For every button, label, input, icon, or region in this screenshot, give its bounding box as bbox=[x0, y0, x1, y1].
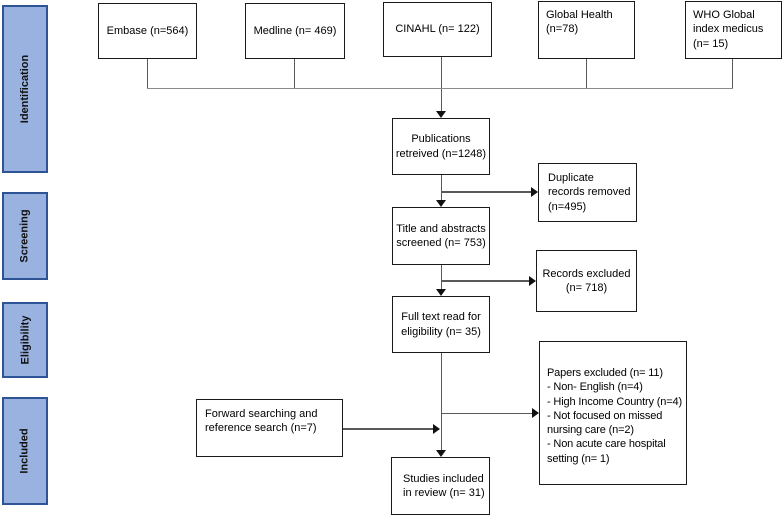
source-box-medline: Medline (n= 469) bbox=[245, 3, 345, 59]
arrowhead-right-icon bbox=[433, 424, 440, 434]
connector-line bbox=[440, 57, 442, 112]
connector-line bbox=[441, 191, 531, 193]
papers-excluded-reason: - Non acute care hospital setting (n= 1) bbox=[547, 438, 666, 465]
stage-included-label: Included bbox=[19, 428, 32, 474]
connector-line bbox=[343, 428, 433, 430]
arrowhead-down-icon bbox=[436, 289, 446, 296]
papers-excluded-reason: - High Income Country (n=4) bbox=[547, 395, 683, 408]
arrowhead-down-icon bbox=[436, 200, 446, 207]
arrowhead-down-icon bbox=[436, 111, 446, 118]
papers-excluded-reason: - Not focused on missed nursing care (n=… bbox=[547, 409, 663, 437]
connector-line bbox=[440, 175, 442, 201]
source-box-embase: Embase (n=564) bbox=[98, 3, 197, 59]
stage-identification: Identification bbox=[2, 5, 48, 173]
connector-line bbox=[441, 280, 529, 282]
connector-line bbox=[440, 353, 442, 451]
stage-eligibility-label: Eligibility bbox=[19, 315, 31, 365]
arrowhead-right-icon bbox=[532, 408, 539, 418]
connector-line bbox=[147, 59, 149, 89]
flow-box-full-text-eligibility: Full text read for eligibility (n= 35) bbox=[392, 296, 490, 353]
stage-identification-label: Identification bbox=[19, 54, 32, 124]
stage-eligibility: Eligibility bbox=[2, 302, 48, 378]
arrowhead-down-icon bbox=[436, 450, 446, 457]
papers-excluded-title: Papers excluded (n= 11) bbox=[547, 367, 663, 379]
stage-screening-label: Screening bbox=[19, 209, 31, 263]
connector-line bbox=[586, 59, 588, 89]
arrowhead-right-icon bbox=[529, 276, 536, 286]
stage-screening: Screening bbox=[2, 192, 48, 280]
source-box-global-health: Global Health (n=78) bbox=[538, 1, 635, 59]
flow-box-publications-retrieved: Publications retreived (n=1248) bbox=[392, 118, 490, 175]
connector-line bbox=[732, 59, 734, 89]
papers-excluded-reason: - Non- English (n=4) bbox=[547, 381, 643, 394]
exclusion-box-records-excluded: Records excluded (n= 718) bbox=[536, 250, 637, 312]
arrowhead-right-icon bbox=[531, 187, 538, 197]
exclusion-box-duplicate-records: Duplicate records removed (n=495) bbox=[538, 163, 637, 222]
exclusion-box-papers-excluded: Papers excluded (n= 11) - Non- English (… bbox=[539, 341, 687, 485]
connector-line bbox=[440, 265, 442, 289]
connector-line bbox=[441, 413, 532, 415]
source-box-who-global-index-medicus: WHO Global index medicus (n= 15) bbox=[685, 1, 782, 59]
flow-box-studies-included: Studies included in review (n= 31) bbox=[391, 457, 490, 515]
flow-box-title-abstracts-screened: Title and abstracts screened (n= 753) bbox=[392, 207, 490, 265]
connector-line bbox=[294, 59, 296, 89]
stage-included: Included bbox=[2, 397, 48, 505]
source-box-cinahl: CINAHL (n= 122) bbox=[383, 2, 492, 57]
connector-line bbox=[147, 88, 733, 90]
flow-box-forward-searching: Forward searching and reference search (… bbox=[196, 399, 343, 457]
